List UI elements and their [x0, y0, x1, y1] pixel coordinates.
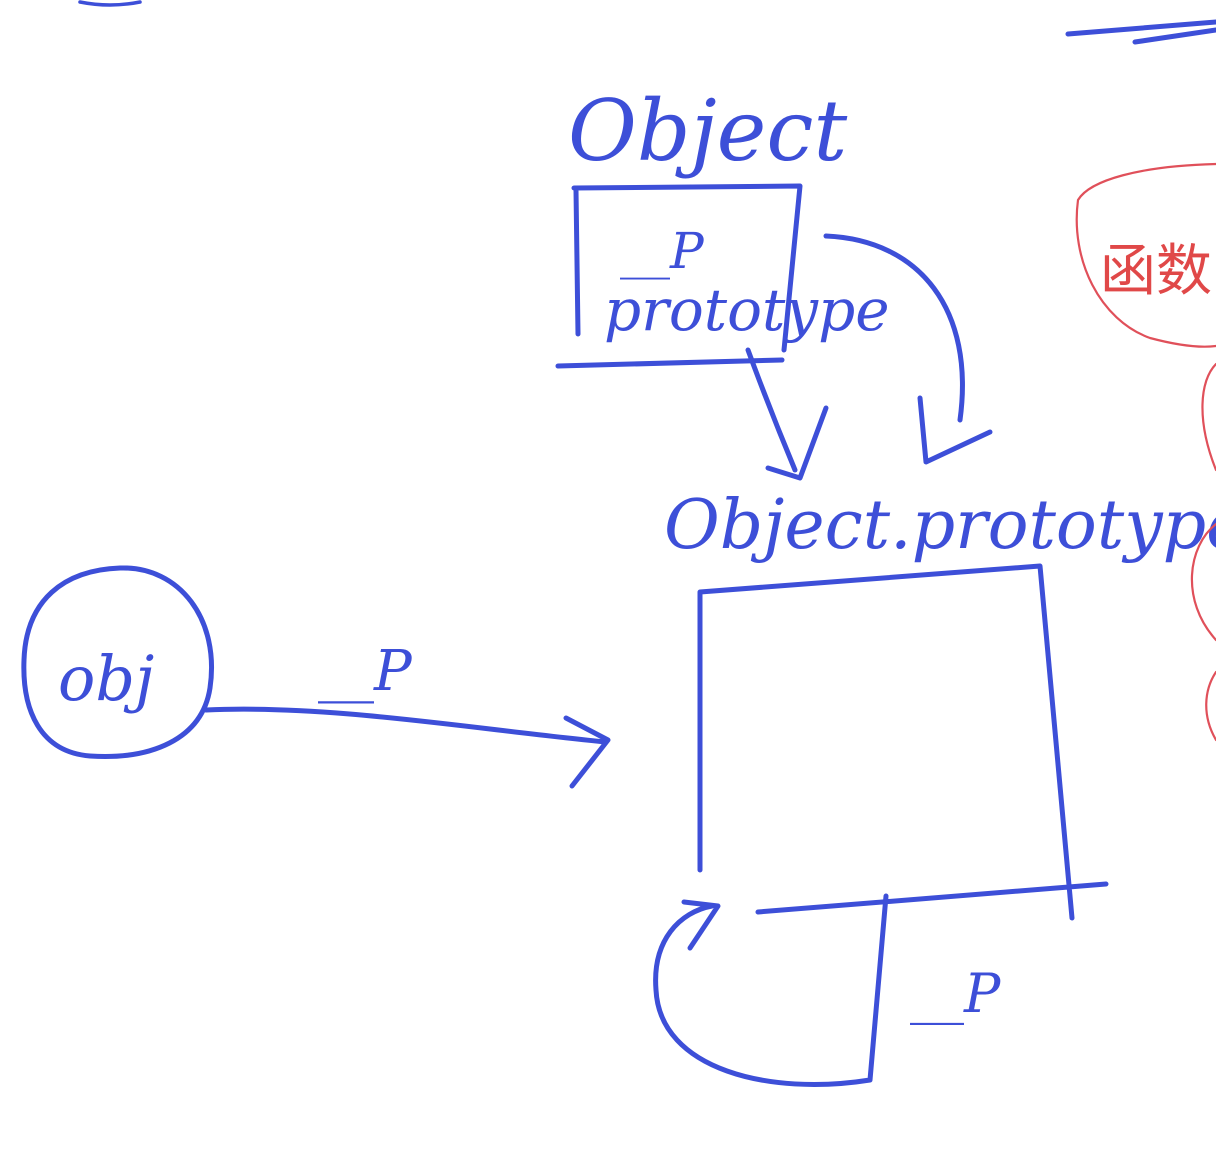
red-right-curve-upper	[1201, 362, 1216, 472]
prototype-curved-arrow	[823, 233, 965, 423]
top-left-arc-fragment	[78, 0, 142, 7]
prototype-curved-arrowhead	[917, 395, 993, 465]
red-annotation-note: 函数	[1100, 239, 1212, 304]
obj-label: obj	[58, 642, 154, 715]
obj-proto-arrow	[203, 706, 609, 745]
object-proto-link-label: __P	[620, 222, 705, 280]
top-right-stroke-bold	[1132, 27, 1216, 45]
red-annotation-bubble	[1075, 162, 1216, 348]
top-right-stroke	[1065, 19, 1216, 37]
obj-proto-arrowhead	[563, 715, 611, 789]
object-proto-arrow	[745, 347, 798, 473]
object-box	[555, 183, 803, 369]
top-edge-scribbles	[78, 0, 1216, 45]
obj-proto-link-label: __P	[318, 639, 413, 704]
self-loop-arrowhead	[681, 899, 721, 951]
red-right-curve-middle	[1190, 522, 1216, 642]
object-prototype-box	[697, 563, 1109, 921]
object-label: Object	[568, 82, 847, 180]
object-prototype-slot-label: prototype	[604, 276, 890, 344]
self-proto-link-label: __P	[910, 962, 1002, 1025]
self-loop	[653, 893, 889, 1087]
red-right-curve-lower	[1205, 670, 1216, 742]
object-prototype-label: Object.prototype	[664, 486, 1216, 565]
object-proto-arrowhead	[765, 405, 829, 481]
obj-circle	[21, 565, 214, 759]
